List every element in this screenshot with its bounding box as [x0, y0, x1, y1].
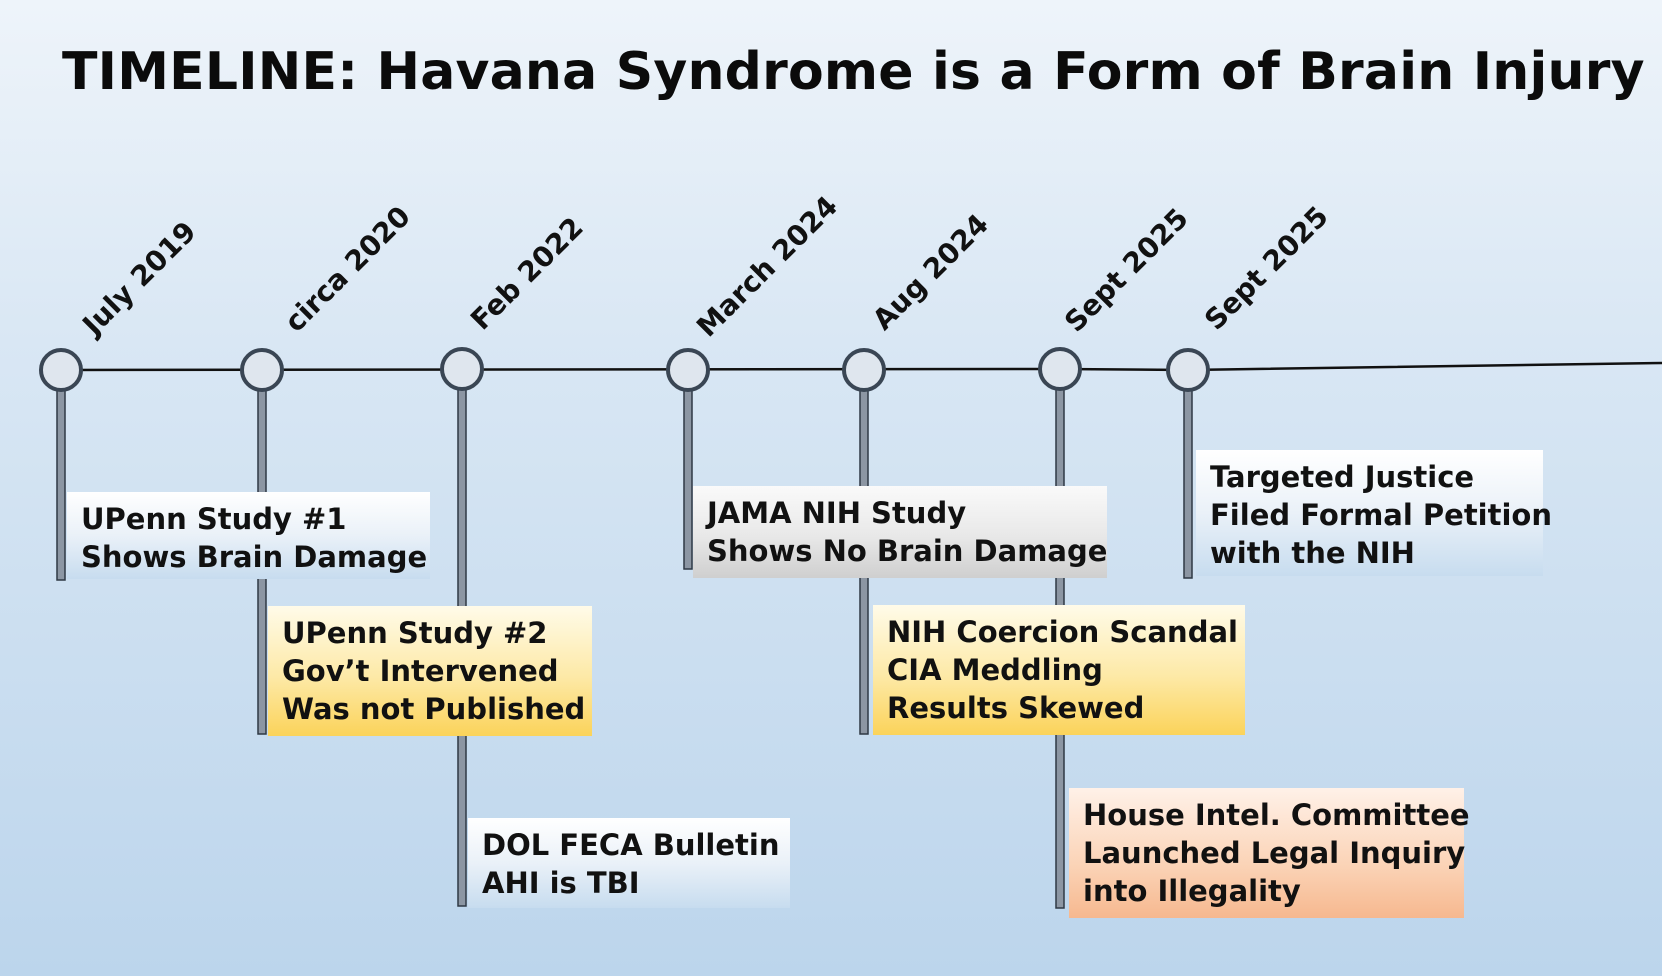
event-card-line: Results Skewed [887, 691, 1145, 725]
event-card-line: CIA Meddling [887, 653, 1103, 687]
event-card-line: into Illegality [1083, 874, 1301, 908]
event-card-line: NIH Coercion Scandal [887, 615, 1238, 649]
event-card-line: UPenn Study #2 [282, 616, 548, 650]
event-card-line: DOL FECA Bulletin [482, 828, 780, 862]
milestone-stem [683, 387, 693, 570]
event-card-line: Filed Formal Petition [1210, 498, 1552, 532]
milestone-node [666, 348, 710, 392]
milestone-node [440, 347, 484, 391]
event-card-line: with the NIH [1210, 536, 1415, 570]
event-card-line: JAMA NIH Study [707, 496, 967, 530]
event-card-line: Gov’t Intervened [282, 654, 559, 688]
event-card-line: AHI is TBI [482, 866, 640, 900]
milestone-stem [1183, 387, 1193, 579]
milestone-node [39, 348, 83, 392]
milestone-node [1166, 348, 1210, 392]
milestone-stem [56, 387, 66, 581]
event-card-line: Shows Brain Damage [81, 540, 428, 574]
milestone-node [1038, 347, 1082, 391]
event-card-line: House Intel. Committee [1083, 798, 1470, 832]
event-card: UPenn Study #1 Shows Brain Damage [67, 492, 430, 579]
event-card-line: Launched Legal Inquiry [1083, 836, 1466, 870]
page-title: TIMELINE: Havana Syndrome is a Form of B… [62, 42, 1645, 102]
milestone-node [842, 348, 886, 392]
timeline-axis [60, 361, 1662, 372]
milestone-node [240, 348, 284, 392]
event-card-line: Shows No Brain Damage [707, 534, 1108, 568]
event-card-line: Was not Published [282, 692, 586, 726]
event-card-line: Targeted Justice [1210, 460, 1475, 494]
event-card-line: UPenn Study #1 [81, 502, 347, 536]
